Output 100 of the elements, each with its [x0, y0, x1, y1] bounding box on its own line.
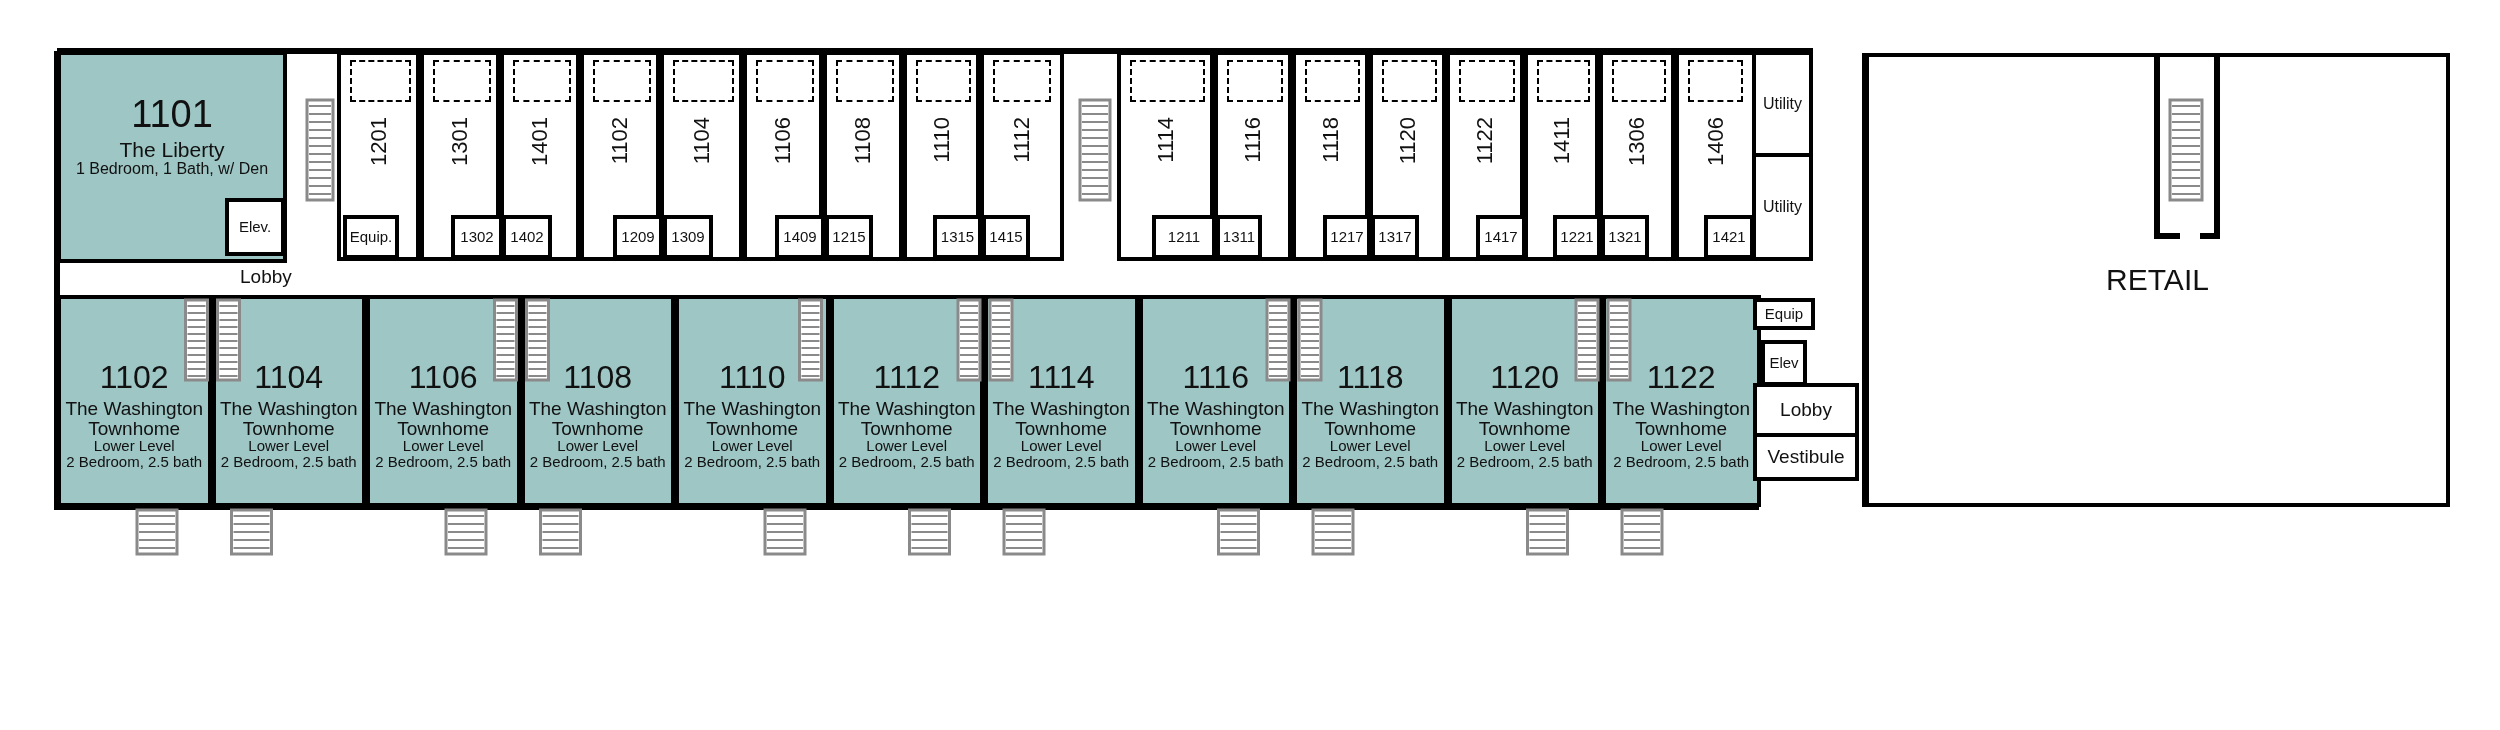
room-label: Equip [1764, 306, 1804, 322]
dashed-outline [1382, 60, 1437, 102]
unit-type-name: The Washington Townhome [1300, 398, 1441, 439]
closet-number: 1309 [671, 229, 705, 245]
storage-closet [1704, 215, 1754, 259]
storage-room [337, 51, 420, 261]
room-count-text: 2 Bedroom, 2.5 bath [993, 454, 1130, 470]
storage-number: 1118 [1318, 117, 1343, 163]
closet-number: 1321 [1608, 229, 1642, 245]
closet-number: 1302 [460, 229, 494, 245]
room-count-text: 2 Bedroom, 2.5 bath [1456, 454, 1593, 470]
dashed-outline [350, 60, 411, 102]
room-count-text: 2 Bedroom, 2.5 bath [529, 454, 666, 470]
storage-number: 1102 [608, 117, 632, 165]
unit-type-name: The Washington Townhome [836, 398, 977, 439]
unit-number: 1108 [563, 361, 633, 395]
level-text: Lower Level [1329, 438, 1411, 455]
storage-closet [1371, 215, 1419, 259]
dashed-outline [1227, 60, 1283, 102]
storage-closet [663, 215, 713, 259]
townhome-unit [57, 295, 212, 507]
storage-closet [982, 215, 1030, 259]
storage-number: 1411 [1549, 117, 1574, 165]
level-text: Lower Level [1484, 438, 1566, 455]
retail-space [1865, 53, 2450, 507]
storage-closet [1601, 215, 1649, 259]
unit-number: 1116 [1182, 361, 1249, 395]
unit-type-name: The Washington Townhome [682, 398, 823, 439]
storage-number: 1201 [366, 117, 391, 166]
unit-type-name: The Washington Townhome [1611, 398, 1752, 439]
closet-number: 1417 [1484, 229, 1518, 245]
dashed-outline [1459, 60, 1515, 102]
storage-closet [502, 215, 552, 259]
unit-number: 1104 [254, 361, 324, 395]
room-count-text: 2 Bedroom, 2.5 bath [838, 454, 975, 470]
room-label: Lobby [1780, 400, 1832, 420]
closet-number: 1402 [510, 229, 544, 245]
storage-number: 1122 [1473, 117, 1497, 165]
closet-number: 1221 [1560, 229, 1594, 245]
apartment-unit [57, 51, 287, 263]
level-text: Lower Level [402, 438, 484, 455]
room-label: Utility [1762, 95, 1803, 113]
unit-type-name: The Washington Townhome [1454, 398, 1595, 439]
unit-number: 1110 [719, 361, 786, 395]
elevator-room [1761, 340, 1807, 386]
corridor-label: Lobby [240, 267, 292, 287]
unit-type-name: The Washington Townhome [64, 398, 205, 439]
level-text: Lower Level [93, 438, 175, 455]
unit-type-name: The Washington Townhome [527, 398, 668, 439]
dashed-outline [1130, 60, 1205, 102]
unit-number: 1106 [408, 361, 478, 395]
level-text: Lower Level [711, 438, 793, 455]
storage-number: 1104 [689, 117, 714, 165]
dashed-outline [836, 60, 894, 102]
townhome-unit [520, 295, 675, 507]
storage-room [1117, 51, 1214, 261]
level-text: Lower Level [1020, 438, 1102, 455]
closet-number: 1217 [1330, 229, 1364, 245]
dashed-outline [916, 60, 971, 102]
room-label: Equip. [349, 229, 393, 245]
dashed-outline [1305, 60, 1360, 102]
storage-number: 1110 [929, 117, 954, 163]
townhome-unit [211, 295, 366, 507]
storage-number: 1401 [528, 117, 552, 166]
unit-number: 1112 [873, 361, 940, 395]
unit-number: 1120 [1490, 361, 1560, 395]
unit-type-name: The Liberty [119, 138, 225, 161]
closet-number: 1409 [783, 229, 817, 245]
unit-type-name: The Washington Townhome [1145, 398, 1286, 439]
unit-number: 1101 [131, 95, 213, 135]
closet-number: 1415 [989, 229, 1023, 245]
closet-number: 1317 [1378, 229, 1412, 245]
elevator-room [225, 198, 285, 256]
dashed-outline [433, 60, 491, 102]
room-label: Utility [1762, 198, 1803, 216]
closet-number: 1215 [832, 229, 866, 245]
level-text: Lower Level [1175, 438, 1257, 455]
equipment-room [343, 215, 399, 259]
closet-number: 1315 [940, 229, 975, 245]
storage-number: 1306 [1625, 117, 1649, 166]
storage-number: 1406 [1703, 117, 1728, 166]
unit-type-name: The Washington Townhome [373, 398, 514, 439]
room-count-text: 2 Bedroom, 2.5 bath [684, 454, 821, 470]
unit-number: 1118 [1337, 361, 1404, 395]
storage-number: 1114 [1153, 117, 1178, 163]
dashed-outline [756, 60, 814, 102]
room-count-text: 1 Bedroom, 1 Bath, w/ Den [75, 160, 269, 178]
storage-number: 1301 [448, 117, 472, 166]
unit-number: 1122 [1646, 361, 1716, 395]
storage-number: 1108 [851, 117, 875, 165]
room-count-text: 2 Bedroom, 2.5 bath [1147, 454, 1284, 470]
room-count-text: 2 Bedroom, 2.5 bath [220, 454, 357, 470]
room-count-text: 2 Bedroom, 2.5 bath [1613, 454, 1750, 470]
room-label: Elev [1769, 355, 1799, 371]
level-text: Lower Level [866, 438, 948, 455]
level-text: Lower Level [1640, 438, 1722, 455]
room-count-text: 2 Bedroom, 2.5 bath [1302, 454, 1439, 470]
storage-number: 1120 [1395, 117, 1420, 165]
room-label: RETAIL [2106, 264, 2209, 296]
level-text: Lower Level [557, 438, 639, 455]
